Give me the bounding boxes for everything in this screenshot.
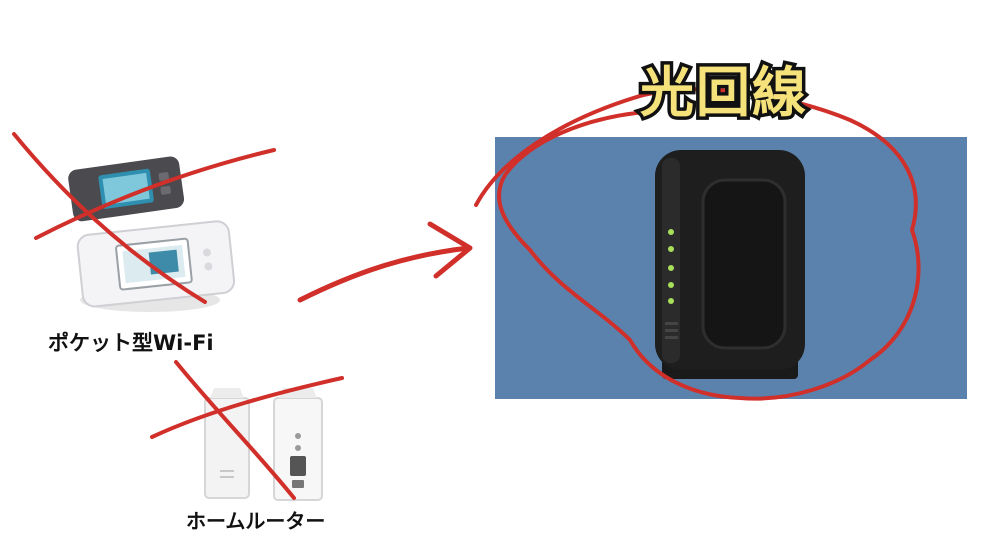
fiber-optic-title: 光回線 xyxy=(637,58,810,128)
home-router-icon xyxy=(204,388,323,501)
highlight-circle xyxy=(474,87,921,401)
arrow-icon xyxy=(297,221,473,303)
pocket-wifi-router-icon xyxy=(68,156,236,312)
home-router-label: ホームルーター xyxy=(186,509,326,533)
pocket-wifi-label: ポケット型Wi-Fi xyxy=(48,331,214,355)
cross-out-pocket-wifi xyxy=(12,132,276,304)
fiber-optic-router-icon xyxy=(655,150,805,379)
cross-out-home-router xyxy=(150,360,344,500)
